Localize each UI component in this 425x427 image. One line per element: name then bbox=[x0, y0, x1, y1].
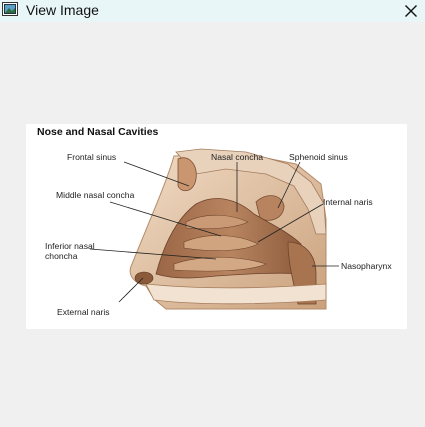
label-internal-naris: Internal naris bbox=[323, 197, 373, 207]
label-external-naris: External naris bbox=[57, 307, 110, 317]
figure-title: Nose and Nasal Cavities bbox=[37, 126, 159, 138]
window-title: View Image bbox=[26, 2, 99, 18]
label-sphenoid-sinus: Sphenoid sinus bbox=[289, 152, 348, 162]
close-button[interactable] bbox=[397, 0, 425, 22]
label-frontal-sinus: Frontal sinus bbox=[67, 152, 117, 162]
label-inferior-nasal-line2: choncha bbox=[45, 251, 78, 261]
label-inferior-nasal-line1: Inferior nasal bbox=[45, 241, 95, 251]
title-bar: View Image bbox=[0, 0, 425, 22]
displayed-image: Nose and Nasal Cavities Frontal sinus Na… bbox=[26, 124, 407, 329]
label-nasal-concha: Nasal concha bbox=[211, 152, 264, 162]
nasal-anatomy-illustration bbox=[89, 148, 339, 310]
label-nasopharynx: Nasopharynx bbox=[341, 261, 392, 271]
image-app-icon bbox=[2, 2, 18, 16]
close-icon bbox=[405, 5, 417, 17]
label-middle-nasal-concha: Middle nasal concha bbox=[56, 190, 135, 200]
